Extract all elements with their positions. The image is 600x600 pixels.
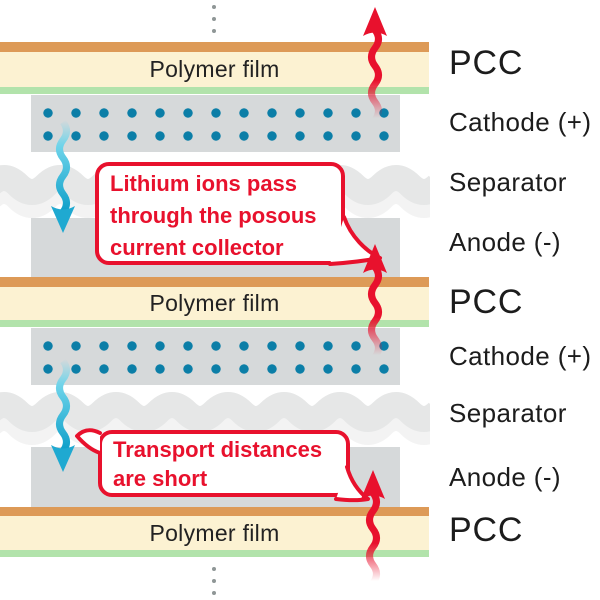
- cyan-wavy-arrow-down-icon-2: [51, 358, 75, 472]
- side-label-separator-2: Separator: [449, 398, 567, 428]
- pcc-coating-bar: [0, 320, 429, 327]
- pcc-layer-1: Polymer film: [0, 42, 429, 94]
- pcc-current-collector-bar: [0, 277, 429, 287]
- polymer-film-bar: Polymer film: [0, 287, 429, 320]
- callout2-right-tail-icon: [334, 465, 370, 503]
- side-label-cathode-1: Cathode (+): [449, 107, 592, 137]
- side-label-anode-1: Anode (-): [449, 227, 561, 257]
- pcc-coating-bar: [0, 87, 429, 94]
- side-label-pcc-1: PCC: [449, 44, 524, 82]
- red-wavy-arrow-up-icon-1: [363, 7, 387, 123]
- polymer-film-bar: Polymer film: [0, 52, 429, 87]
- side-label-pcc-2: PCC: [449, 283, 524, 321]
- continuation-dots-bottom-icon: [212, 567, 216, 595]
- pcc-current-collector-bar: [0, 507, 429, 516]
- callout2-left-tail-icon: [75, 428, 102, 455]
- polymer-film-label: Polymer film: [149, 56, 280, 82]
- polymer-film-label: Polymer film: [149, 290, 280, 316]
- side-label-pcc-3: PCC: [449, 511, 524, 549]
- polymer-film-label: Polymer film: [149, 519, 280, 546]
- red-wavy-arrow-up-icon-2: [363, 244, 387, 360]
- side-label-anode-2: Anode (-): [449, 462, 561, 492]
- cathode-layer-2: [31, 328, 400, 385]
- pcc-layer-2: Polymer film: [0, 277, 429, 327]
- callout-lithium-ions: Lithium ions pass through the posous cur…: [95, 162, 345, 265]
- red-wavy-arrow-up-icon-3: [361, 470, 385, 586]
- cyan-wavy-arrow-down-icon-1: [51, 119, 75, 233]
- continuation-dots-top-icon: [212, 5, 216, 33]
- side-label-separator-1: Separator: [449, 167, 567, 197]
- cathode-layer-1: [31, 95, 400, 152]
- polymer-film-bar: Polymer film: [0, 516, 429, 550]
- pcc-layer-3: Polymer film: [0, 507, 429, 557]
- pcc-coating-bar: [0, 550, 429, 557]
- side-label-cathode-2: Cathode (+): [449, 341, 592, 371]
- pcc-current-collector-bar: [0, 42, 429, 52]
- callout-transport-distance: Transport distances are short: [98, 430, 350, 497]
